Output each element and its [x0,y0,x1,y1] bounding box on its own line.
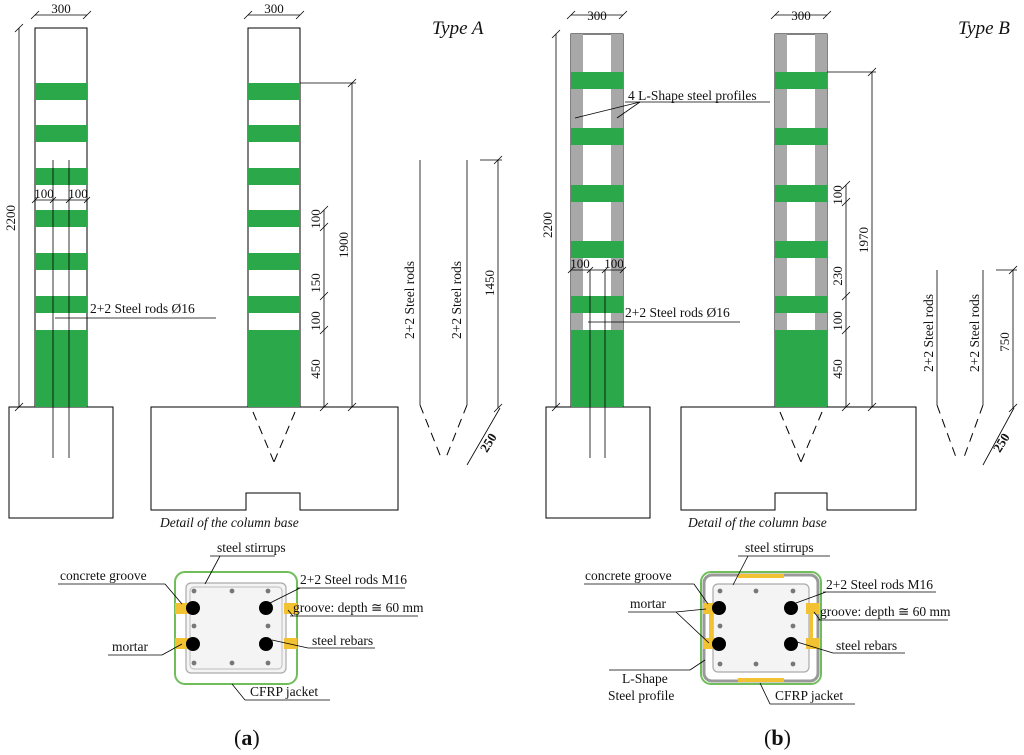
caption-a: (a) [234,725,260,750]
width-dimension: 300 [51,1,71,16]
height-to-top-strip: 1970 [856,227,871,253]
cross-section-a: steel stirrups concrete groove 2+2 Steel… [58,540,424,701]
rod-anchor-length: 250 [990,430,1013,454]
rod-spacing-left: 100 [34,186,54,201]
label-concrete-groove: concrete groove [60,568,147,583]
strip-width: 100 [830,185,845,205]
column-b1-elevation: 300 2200 100 100 2+2 Steel rods Ø16 4 L-… [540,8,770,519]
rod-spacing-right: 100 [604,256,624,271]
label-concrete-groove: concrete groove [585,568,672,583]
steel-rebars [717,588,796,667]
label-cfrp-jacket: CFRP jacket [775,688,843,703]
caption-a-letter: a [241,725,252,750]
rod-label-2: 2+2 Steel rods [967,294,982,372]
height-dimension: 2200 [3,205,18,231]
label-l-shape-2: Steel profile [608,688,674,703]
stirrup [185,582,287,674]
foundation-block [8,406,114,519]
label-steel-stirrups: steel stirrups [217,540,286,555]
strip-gap: 150 [308,273,323,293]
label-steel-rebars: steel rebars [836,638,897,653]
rods-detail-b: 2+2 Steel rods 2+2 Steel rods 750 250 [921,265,1018,466]
label-groove-depth: groove: depth ≅ 60 mm [820,604,951,619]
width-dimension: 300 [791,8,811,23]
base-detail-caption: Detail of the column base [687,515,827,530]
cfrp-strips [35,83,87,407]
cfrp-strips [571,72,623,407]
rod-length: 1450 [482,270,497,296]
height-to-top-strip: 1900 [336,232,351,258]
label-steel-rebars: steel rebars [312,633,373,648]
cfrp-strips [775,72,827,407]
label-steel-stirrups: steel stirrups [745,540,814,555]
rod-label-1: 2+2 Steel rods [402,261,417,339]
width-dimension: 300 [587,8,607,23]
cfrp-strips [248,83,300,407]
caption-b: (b) [764,725,791,750]
rods-label: 2+2 Steel rods Ø16 [625,305,730,320]
rod-label-1: 2+2 Steel rods [921,294,936,372]
stirrup [712,583,810,673]
cross-section-b: steel stirrups concrete groove 2+2 Steel… [584,540,951,705]
type-b-label: Type B [958,18,1010,39]
strip-width-lower: 100 [308,311,323,331]
label-l-shape-1: L-Shape [622,671,668,686]
steel-rods [712,601,798,651]
strip-gap: 230 [830,266,845,286]
label-mortar: mortar [112,639,148,654]
mortar [703,574,819,682]
height-dimension: 2200 [540,212,555,238]
strip-width: 100 [308,209,323,229]
anchor-hole-left [252,411,275,463]
steel-rods [186,601,273,651]
foundation-block [545,406,651,519]
label-groove-depth: groove: depth ≅ 60 mm [293,600,424,615]
base-wrap-height: 450 [830,359,845,379]
panel-a: 300 2200 100 100 2+2 Steel rods Ø16 [3,1,503,750]
type-a-label: Type A [432,18,484,39]
column-a2-elevation: 300 1900 100 150 100 450 Detail of the c… [150,1,399,530]
rod-label-2: 2+2 Steel rods [449,261,464,339]
width-dimension: 300 [264,1,284,16]
foundation-with-groove [150,406,399,511]
rod-spacing-right: 100 [68,186,88,201]
label-steel-rods: 2+2 Steel rods M16 [826,577,933,592]
rod-anchor-length: 250 [477,430,500,454]
mortar-grooves [175,603,297,649]
label-mortar: mortar [630,596,666,611]
rods-label: 2+2 Steel rods Ø16 [90,301,195,316]
base-wrap-height: 450 [308,359,323,379]
rod-spacing-left: 100 [570,256,590,271]
strip-width-lower: 100 [830,311,845,331]
anchor-hole-right [273,411,296,463]
column-b2-elevation: 300 1970 100 230 100 450 Detail of the c… [680,8,917,530]
profiles-label: 4 L-Shape steel profiles [628,88,757,103]
rods-detail-a: 2+2 Steel rods 2+2 Steel rods 1450 250 [402,155,503,466]
panel-b: 300 2200 100 100 2+2 Steel rods Ø16 4 L-… [540,8,1018,750]
label-steel-rods: 2+2 Steel rods M16 [300,572,407,587]
caption-b-letter: b [771,725,783,750]
base-detail-caption: Detail of the column base [159,515,299,530]
column-a1-elevation: 300 2200 100 100 2+2 Steel rods Ø16 [3,1,216,519]
label-cfrp-jacket: CFRP jacket [250,684,318,699]
rod-length: 750 [997,332,1012,352]
steel-rebars [191,588,271,666]
foundation-with-groove [680,406,917,511]
